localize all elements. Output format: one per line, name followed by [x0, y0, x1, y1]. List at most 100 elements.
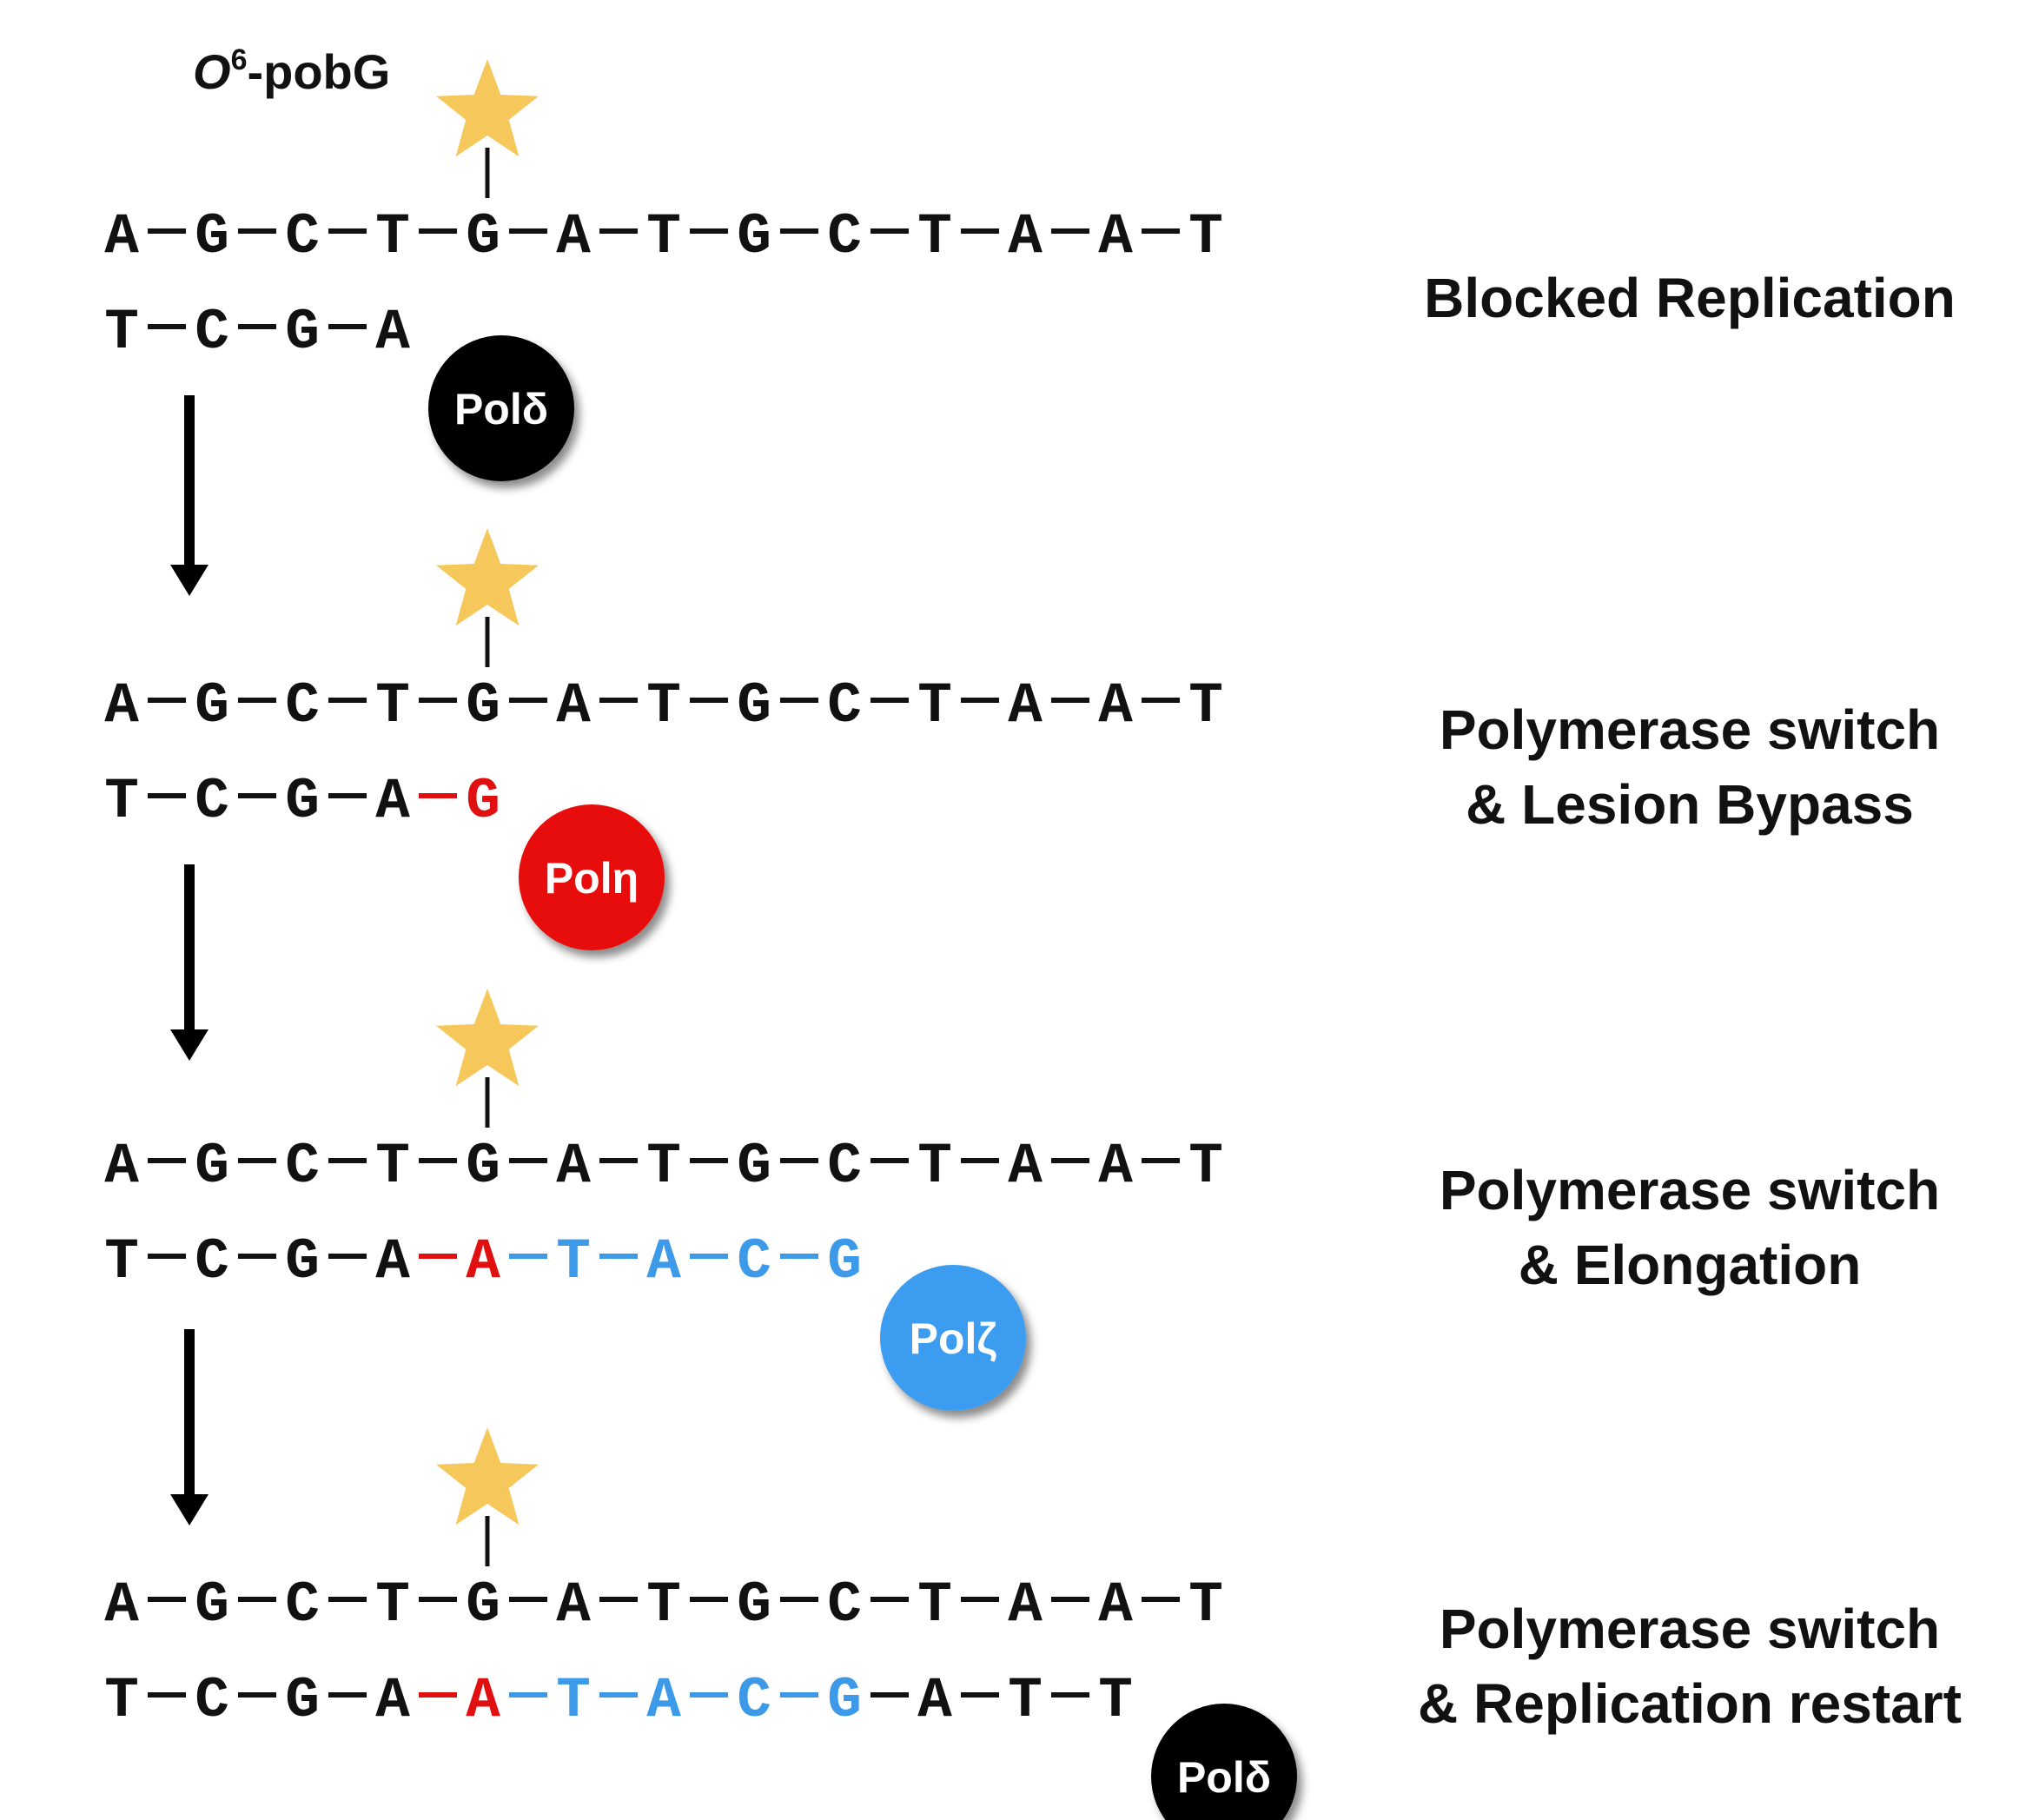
template-base: T	[646, 1134, 681, 1199]
lesion-star-icon	[436, 989, 539, 1087]
template-base: A	[104, 204, 139, 269]
primer-base: A	[375, 300, 410, 365]
primer-base: G	[285, 769, 320, 834]
down-arrow-icon	[170, 1329, 209, 1525]
primer-base: T	[104, 1229, 139, 1294]
template-base: T	[375, 1134, 410, 1199]
primer-base: A	[646, 1668, 681, 1733]
primer-base: T	[1098, 1668, 1133, 1733]
template-base: C	[285, 1134, 320, 1199]
primer-base: C	[737, 1229, 771, 1294]
template-base: G	[737, 1572, 771, 1638]
step-label: Blocked Replication	[1424, 267, 1956, 329]
polymerase-Polδ: Polδ	[428, 335, 574, 481]
primer-base: C	[195, 1229, 229, 1294]
polymerase-label: Polδ	[1177, 1753, 1271, 1802]
primer-base: G	[827, 1229, 862, 1294]
primer-base: C	[195, 769, 229, 834]
step-label: & Lesion Bypass	[1466, 773, 1914, 836]
template-base: A	[556, 1134, 591, 1199]
down-arrow-icon	[170, 864, 209, 1061]
template-base: A	[104, 1134, 139, 1199]
polymerase-circle	[1151, 1704, 1297, 1820]
primer-base: T	[104, 1668, 139, 1733]
template-base: T	[646, 1572, 681, 1638]
polymerase-label: Polδ	[454, 385, 548, 433]
lesion-label-superscript: 6	[231, 43, 248, 76]
template-base: T	[1188, 1134, 1223, 1199]
down-arrow-icon	[170, 395, 209, 596]
primer-base: G	[285, 1668, 320, 1733]
step-label: Polymerase switch	[1440, 698, 1940, 761]
template-base: A	[104, 1572, 139, 1638]
primer-base: T	[556, 1668, 591, 1733]
template-base: G	[195, 204, 229, 269]
arrow-head	[170, 1494, 209, 1525]
step-label: & Replication restart	[1418, 1672, 1962, 1735]
polymerase-Polδ: Polδ	[1151, 1704, 1297, 1820]
template-base: G	[195, 673, 229, 738]
primer-base: T	[104, 300, 139, 365]
polymerase-circle	[519, 804, 665, 950]
template-base: G	[466, 204, 500, 269]
primer-base: A	[375, 1668, 410, 1733]
template-base: G	[737, 673, 771, 738]
template-base: T	[917, 673, 952, 738]
template-base: C	[827, 1572, 862, 1638]
primer-base: T	[1008, 1668, 1043, 1733]
template-base: T	[1188, 673, 1223, 738]
arrow-head	[170, 565, 209, 596]
primer-base: T	[556, 1229, 591, 1294]
template-base: C	[285, 204, 320, 269]
step-label: Polymerase switch	[1440, 1598, 1940, 1660]
polymerase-label: Polη	[545, 854, 639, 903]
template-base: A	[1098, 673, 1133, 738]
primer-base: C	[195, 300, 229, 365]
polymerase-circle	[880, 1265, 1026, 1411]
primer-base: C	[737, 1668, 771, 1733]
template-base: T	[646, 673, 681, 738]
primer-base: G	[285, 300, 320, 365]
primer-base: C	[195, 1668, 229, 1733]
primer-base: A	[375, 769, 410, 834]
arrow-head	[170, 1029, 209, 1061]
lesion-label-rest: -pobG	[247, 44, 390, 99]
template-base: A	[1008, 1572, 1043, 1638]
arrows-layer	[170, 395, 209, 1525]
polymerase-label: Polζ	[910, 1314, 997, 1363]
template-base: T	[917, 1134, 952, 1199]
template-base: G	[737, 1134, 771, 1199]
template-base: T	[375, 673, 410, 738]
template-base: T	[917, 1572, 952, 1638]
template-base: C	[827, 1134, 862, 1199]
template-base: G	[466, 673, 500, 738]
template-base: G	[466, 1572, 500, 1638]
template-base: T	[375, 204, 410, 269]
lesion-label-italic: O	[193, 44, 231, 99]
template-base: C	[827, 204, 862, 269]
step-label: & Elongation	[1519, 1234, 1862, 1296]
template-base: T	[1188, 204, 1223, 269]
template-base: A	[1008, 1134, 1043, 1199]
template-base: T	[917, 204, 952, 269]
lesion-label: O6-pobG	[193, 43, 390, 99]
lesion-star-icon	[436, 528, 539, 626]
primer-base: G	[827, 1668, 862, 1733]
polymerase-circle	[428, 335, 574, 481]
primer-base: G	[466, 769, 500, 834]
polymerase-Polζ: Polζ	[880, 1265, 1026, 1411]
template-base: C	[285, 1572, 320, 1638]
template-base: A	[1098, 1134, 1133, 1199]
